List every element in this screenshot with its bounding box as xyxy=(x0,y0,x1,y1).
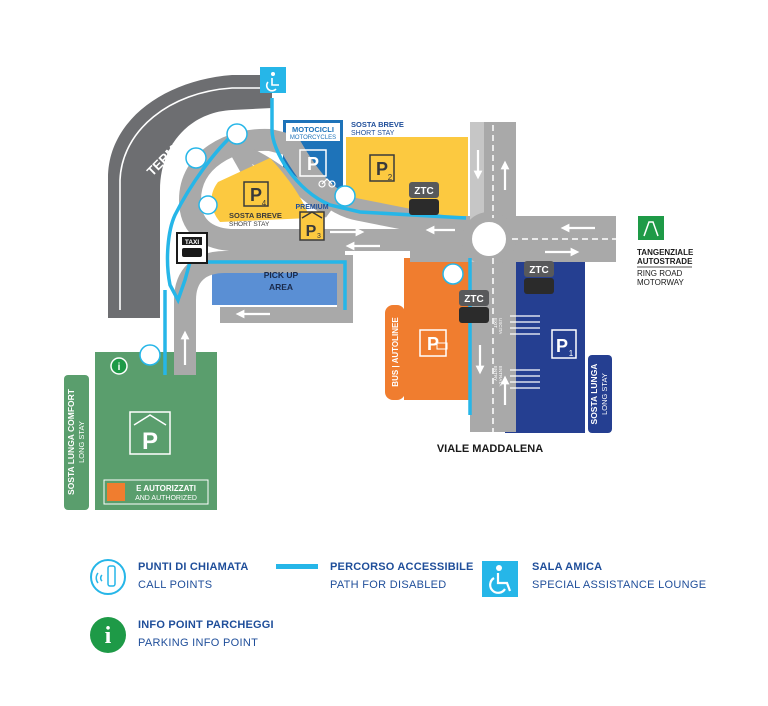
p4-lot: P 4 SOSTA BREVE SHORT STAY xyxy=(211,158,310,228)
legend-call-points-sub: CALL POINTS xyxy=(138,579,213,591)
pickup-label-1: PICK UP xyxy=(264,270,299,280)
call-point-icon xyxy=(226,123,248,145)
motorcycles-group: MOTOCICLI MOTORCYCLES P xyxy=(286,123,340,188)
ztc-truck-icon xyxy=(524,278,554,294)
p2-badge-group: P 2 SOSTA BREVE SHORT STAY xyxy=(351,120,404,182)
p2-label-en: SHORT STAY xyxy=(351,130,395,137)
legend-call-points: PUNTI DI CHIAMATA CALL POINTS xyxy=(88,557,249,597)
comfort-label-en: LONG STAY xyxy=(77,421,86,463)
p3-badge: P xyxy=(306,223,317,240)
p2-badge: P xyxy=(376,159,388,179)
long-stay-label-strip xyxy=(588,355,612,433)
call-point-icon xyxy=(442,263,464,285)
legend-accessible-path: PERCORSO ACCESSIBILE PATH FOR DISABLED xyxy=(276,561,474,591)
comfort-p-badge: P xyxy=(142,428,158,455)
uscita-label: USCITA xyxy=(498,318,503,334)
call-point-icon xyxy=(185,147,207,169)
pickup-labels: PICK UP AREA xyxy=(264,270,299,292)
taxi-icon xyxy=(182,248,202,257)
motorcycles-label-en: MOTORCYCLES xyxy=(290,135,336,141)
comfort-label-it: SOSTA LUNGA COMFORT xyxy=(66,388,76,495)
long-stay-label-en: LONG STAY xyxy=(600,373,609,415)
bus-p-badge: P xyxy=(427,334,439,354)
call-points-map xyxy=(139,123,464,366)
ztc-badge-top: ZTC xyxy=(409,182,439,215)
authorized-label-en: AND AUTHORIZED xyxy=(135,495,197,502)
accessible-path-swatch xyxy=(276,564,318,569)
entry-label: ENTRY xyxy=(493,366,498,381)
tangenziale-line2: AUTOSTRADE xyxy=(637,257,693,266)
motorway-sign: TANGENZIALE AUTOSTRADE RING ROAD MOTORWA… xyxy=(637,216,694,287)
legend-path-sub: PATH FOR DISABLED xyxy=(330,579,447,591)
pickup-label-2: AREA xyxy=(269,282,293,292)
accessible-path xyxy=(163,98,472,415)
wheelchair-icon xyxy=(482,561,518,597)
ztc-label-top: ZTC xyxy=(414,186,433,197)
legend-info-title: INFO POINT PARCHEGGI xyxy=(138,619,274,631)
ztc-truck-icon xyxy=(459,307,489,323)
gate-labels: USCITA EXIT ENTRATA ENTRY xyxy=(493,318,503,386)
comfort-label-strip xyxy=(64,375,89,510)
ring-road-line1: RING ROAD xyxy=(637,269,683,278)
road-arrows xyxy=(180,150,595,405)
long-stay-label-it: SOSTA LUNGA xyxy=(589,364,599,425)
legend-lounge-sub: SPECIAL ASSISTANCE LOUNGE xyxy=(532,579,707,591)
ztc-badge-right: ZTC xyxy=(524,261,554,294)
ztc-truck-icon xyxy=(409,199,439,215)
info-point-map-small xyxy=(198,195,218,215)
p1-number: 1 xyxy=(569,349,574,358)
p1-group: P 1 SOSTA LUNGA LONG STAY xyxy=(551,329,609,425)
p4-number: 4 xyxy=(262,199,267,208)
street-name: VIALE MADDALENA xyxy=(437,443,543,455)
ztc-label-middle: ZTC xyxy=(464,294,483,305)
p2-label-it: SOSTA BREVE xyxy=(351,120,404,129)
legend-lounge: SALA AMICA SPECIAL ASSISTANCE LOUNGE xyxy=(482,561,706,597)
p2-number: 2 xyxy=(388,173,393,182)
wheelchair-sign-terminal xyxy=(260,67,286,93)
bus-label-strip xyxy=(385,305,405,400)
bus-lot xyxy=(404,258,472,400)
legend-info-point: i INFO POINT PARCHEGGI PARKING INFO POIN… xyxy=(88,615,274,655)
premium-label: PREMIUM xyxy=(295,204,328,211)
legend-path-title: PERCORSO ACCESSIBILE xyxy=(330,561,474,573)
p4-badge: P xyxy=(250,185,262,205)
p4-label-it: SOSTA BREVE xyxy=(229,211,282,220)
legend-lounge-title: SALA AMICA xyxy=(532,561,603,573)
p3-number: 3 xyxy=(317,233,321,240)
wheelchair-icon xyxy=(107,483,125,501)
bus-icon xyxy=(436,342,448,350)
legend-info-sub: PARKING INFO POINT xyxy=(138,637,259,649)
call-point-icon xyxy=(334,185,356,207)
ztc-label-right: ZTC xyxy=(529,265,548,276)
p1-badge: P xyxy=(556,336,568,356)
info-glyph-map: i xyxy=(118,362,121,373)
ztc-badge-middle: ZTC xyxy=(459,290,489,323)
motorway-icon xyxy=(638,216,664,240)
p3-premium: P 3 PREMIUM xyxy=(295,204,329,241)
ring-road-line2: MOTORWAY xyxy=(637,278,684,287)
bus-label: BUS | AUTOLINEE xyxy=(391,317,400,387)
legend-call-points-title: PUNTI DI CHIAMATA xyxy=(138,561,249,573)
entrata-label: ENTRATA xyxy=(498,366,503,386)
info-icon: i xyxy=(90,617,126,653)
covered-parking-icon xyxy=(133,414,167,426)
call-point-icon xyxy=(139,344,161,366)
p1-parking-bays xyxy=(510,315,540,389)
comfort-group: P SOSTA LUNGA COMFORT LONG STAY E AUTORI… xyxy=(66,388,209,505)
motorcycles-label-it: MOTOCICLI xyxy=(292,125,334,134)
info-icon-map: i xyxy=(110,357,128,375)
motorcycles-p-badge: P xyxy=(307,154,319,174)
tangenziale-line1: TANGENZIALE xyxy=(637,248,694,257)
call-point-icon xyxy=(90,559,126,595)
authorized-label-it: E AUTORIZZATI xyxy=(136,484,196,493)
taxi-sign: TAXI xyxy=(176,232,208,264)
bus-lot-group: P BUS | AUTOLINEE xyxy=(391,317,448,387)
exit-label: EXIT xyxy=(493,318,498,328)
taxi-label: TAXI xyxy=(185,239,200,246)
p4-label-en: SHORT STAY xyxy=(229,221,270,228)
motorcycle-icon xyxy=(318,178,336,188)
info-glyph: i xyxy=(105,623,112,649)
